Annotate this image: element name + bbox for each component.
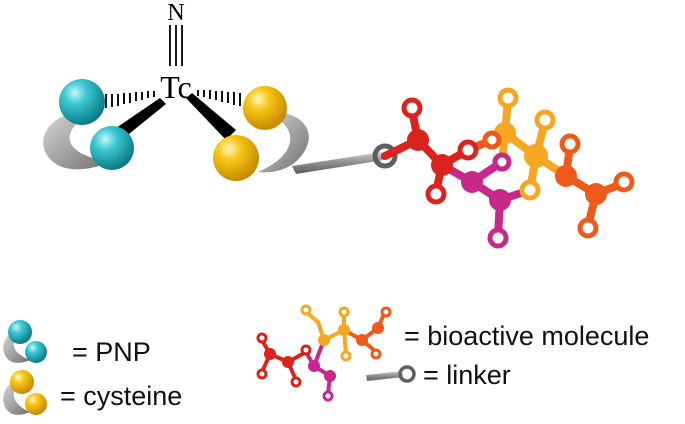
wedge-bond-right bbox=[186, 93, 236, 140]
legend-bioactive-label: = bioactive molecule bbox=[404, 321, 649, 351]
cysteine-backbone bbox=[258, 111, 309, 173]
bioactive-molecule bbox=[381, 87, 635, 249]
linker-ring bbox=[372, 143, 398, 169]
nitrogen-symbol: N bbox=[167, 0, 184, 26]
legend-cysteine-icon bbox=[3, 370, 47, 415]
legend-linker-icon bbox=[366, 365, 416, 383]
legend-linker-label: = linker bbox=[423, 360, 511, 390]
legend-pnp-icon bbox=[3, 320, 47, 363]
wedge-bond-left bbox=[116, 98, 166, 138]
hashed-bond-left bbox=[105, 91, 155, 108]
legend-pnp-label: = PNP bbox=[72, 337, 151, 367]
pnp-backbone bbox=[43, 112, 111, 170]
legend-cysteine-label: = cysteine bbox=[60, 381, 182, 411]
cysteine-sphere-bottom bbox=[213, 135, 259, 181]
legend-bioactive-icon bbox=[256, 304, 392, 402]
hashed-bond-right bbox=[197, 90, 241, 106]
triple-bond bbox=[169, 25, 183, 66]
cysteine-sphere-top bbox=[243, 86, 287, 130]
technetium-symbol: Tc bbox=[160, 69, 192, 105]
pnp-sphere-bottom bbox=[90, 126, 134, 170]
linker-rod bbox=[292, 152, 384, 174]
pnp-sphere-top bbox=[59, 79, 105, 125]
